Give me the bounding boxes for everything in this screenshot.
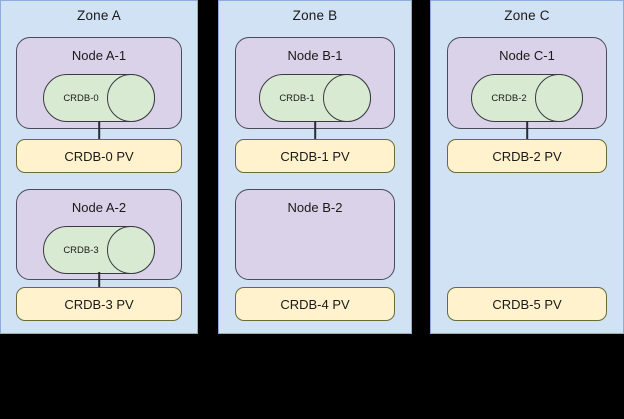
pv-crdb-5[interactable]: CRDB-5 PV xyxy=(447,287,607,321)
crdb-1-label: CRDB-1 xyxy=(279,92,315,104)
node-c-1[interactable]: Node C-1 CRDB-2 xyxy=(447,37,607,129)
connector-crdb-2-to-pv xyxy=(526,121,528,140)
pv-crdb-1[interactable]: CRDB-1 PV xyxy=(235,139,395,173)
crdb-0-label: CRDB-0 xyxy=(63,92,99,104)
pv-crdb-0[interactable]: CRDB-0 PV xyxy=(16,139,182,173)
crdb-1-cylinder[interactable]: CRDB-1 xyxy=(259,74,371,122)
cylinder-cap-icon xyxy=(323,74,371,122)
crdb-0-cylinder[interactable]: CRDB-0 xyxy=(43,74,155,122)
pv-crdb-2[interactable]: CRDB-2 PV xyxy=(447,139,607,173)
node-a-1-label: Node A-1 xyxy=(71,48,127,63)
cylinder-cap-icon xyxy=(107,74,155,122)
crdb-2-label: CRDB-2 xyxy=(491,92,527,104)
cylinder-cap-icon xyxy=(535,74,583,122)
pv-crdb-4[interactable]: CRDB-4 PV xyxy=(235,287,395,321)
crdb-2-cylinder[interactable]: CRDB-2 xyxy=(471,74,583,122)
connector-crdb-3-to-pv xyxy=(98,272,100,288)
node-b-1[interactable]: Node B-1 CRDB-1 xyxy=(235,37,395,129)
cylinder-cap-icon xyxy=(107,226,155,274)
node-b-2-label: Node B-2 xyxy=(287,200,343,215)
connector-crdb-0-to-pv xyxy=(98,121,100,140)
node-c-1-label: Node C-1 xyxy=(499,48,555,63)
pv-crdb-3[interactable]: CRDB-3 PV xyxy=(16,287,182,321)
zone-c[interactable]: Zone C Node C-1 CRDB-2 CRDB-2 PV CRDB-5 … xyxy=(430,0,624,334)
crdb-3-cylinder[interactable]: CRDB-3 xyxy=(43,226,155,274)
node-a-2[interactable]: Node A-2 CRDB-3 xyxy=(16,189,182,280)
zone-a[interactable]: Zone A Node A-1 CRDB-0 CRDB-0 PV Node A-… xyxy=(0,0,198,334)
node-b-2[interactable]: Node B-2 xyxy=(235,189,395,280)
node-a-1[interactable]: Node A-1 CRDB-0 xyxy=(16,37,182,129)
zone-c-title: Zone C xyxy=(504,8,550,23)
zone-b[interactable]: Zone B Node B-1 CRDB-1 CRDB-1 PV Node B-… xyxy=(218,0,412,334)
node-b-1-label: Node B-1 xyxy=(287,48,343,63)
crdb-3-label: CRDB-3 xyxy=(63,244,99,256)
zone-a-title: Zone A xyxy=(77,8,121,23)
connector-crdb-1-to-pv xyxy=(314,121,316,140)
node-a-2-label: Node A-2 xyxy=(71,200,127,215)
zone-b-title: Zone B xyxy=(292,8,338,23)
